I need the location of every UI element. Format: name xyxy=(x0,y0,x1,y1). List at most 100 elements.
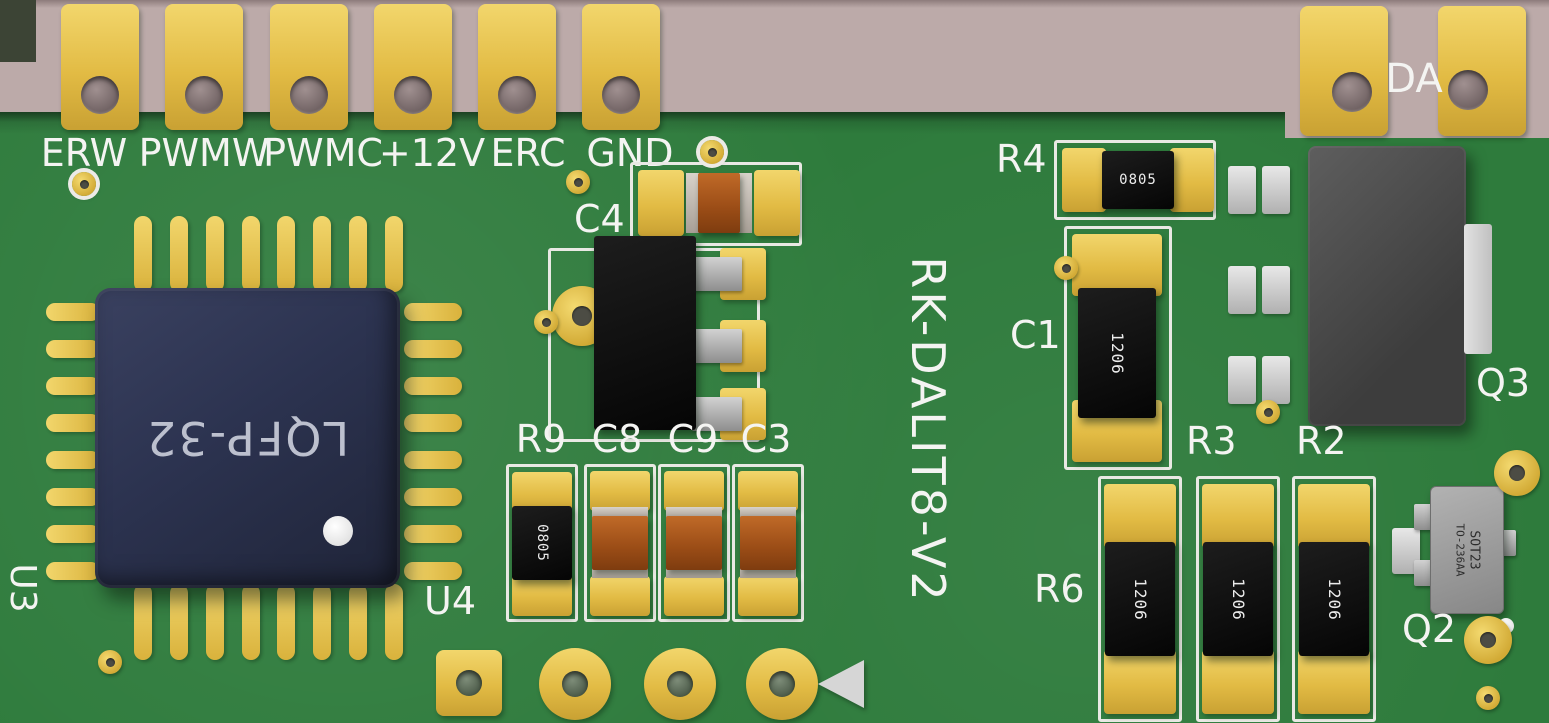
pad-hole xyxy=(1448,70,1488,110)
r6-marking: 1206 xyxy=(1324,577,1344,621)
silk-label-pwmw: PWMW xyxy=(138,131,270,175)
pad-hole xyxy=(1332,72,1372,112)
silk-ref-r2: R2 xyxy=(1296,419,1347,463)
mount-pad-round xyxy=(644,648,716,720)
pad-hole xyxy=(185,76,223,114)
c8-terminal xyxy=(592,507,648,518)
via xyxy=(1494,450,1540,496)
pad-hole xyxy=(769,671,795,697)
u3-pin xyxy=(46,414,100,432)
via-hole xyxy=(1263,407,1273,417)
c9-terminal xyxy=(666,507,722,518)
u3-pin xyxy=(170,584,188,660)
u3-pin xyxy=(170,216,188,292)
c4-terminal xyxy=(739,173,752,233)
q2-lead xyxy=(1414,560,1432,586)
regulator-lead xyxy=(692,397,742,431)
c3-terminal xyxy=(740,507,796,518)
c8-pad xyxy=(590,471,650,511)
u3-pin xyxy=(349,584,367,660)
silk-ref-c3: C3 xyxy=(740,417,792,461)
c1-silkscreen-outline xyxy=(1064,226,1172,470)
silk-ref-c8: C8 xyxy=(591,417,643,461)
c8-pad xyxy=(590,576,650,616)
silk-ref-r4: R4 xyxy=(996,137,1047,181)
u3-pin xyxy=(385,584,403,660)
via-hole xyxy=(79,179,89,189)
silk-label-da: DA xyxy=(1385,56,1443,102)
c4-pad xyxy=(638,170,684,236)
connector-pad-12v xyxy=(374,4,452,130)
silk-ref-u4: U4 xyxy=(424,579,476,623)
r6-silkscreen-outline xyxy=(1098,476,1182,722)
connector-pad-gnd xyxy=(582,4,660,130)
u3-pin xyxy=(134,216,152,292)
u3-pad xyxy=(404,340,462,358)
u3-pin xyxy=(277,216,295,292)
u3-pad xyxy=(404,377,462,395)
via xyxy=(98,650,122,674)
via xyxy=(700,140,724,164)
smd-pad xyxy=(1262,266,1290,314)
r6-pad xyxy=(1298,484,1370,548)
r4-resistor-body: 0805 xyxy=(1102,151,1174,209)
u3-pin xyxy=(313,216,331,292)
via-hole xyxy=(105,657,115,667)
q3-tab xyxy=(1464,224,1492,354)
c3-pad xyxy=(738,471,798,511)
c9-pad xyxy=(664,471,724,511)
connector-pad-pwmw xyxy=(165,4,243,130)
via xyxy=(534,310,558,334)
u3-pin xyxy=(46,525,100,543)
via-hole xyxy=(1483,693,1493,703)
pad-hole xyxy=(290,76,328,114)
regulator-body xyxy=(594,236,696,430)
c8-capacitor-body xyxy=(592,516,648,570)
c8-silkscreen-outline xyxy=(584,464,656,622)
silk-ref-c9: C9 xyxy=(667,417,719,461)
smd-pad xyxy=(1262,356,1290,404)
r6-marking: 1206 xyxy=(1228,577,1248,621)
pad-hole xyxy=(667,671,693,697)
c3-pad xyxy=(738,576,798,616)
silk-label-pwmc: PWMC xyxy=(263,131,383,175)
q3-transistor-body xyxy=(1308,146,1466,426)
board-title: RK-DALIT8-V2 xyxy=(901,256,956,604)
smd-pad xyxy=(1228,266,1256,314)
pad-hole xyxy=(572,306,592,326)
c9-terminal xyxy=(666,567,722,578)
r6-pad xyxy=(1104,650,1176,714)
r4-silkscreen-outline xyxy=(1054,140,1216,220)
c8-terminal xyxy=(592,567,648,578)
silk-ref-r6: R6 xyxy=(1034,567,1085,611)
via xyxy=(1476,686,1500,710)
r6-pad xyxy=(1298,650,1370,714)
u3-pin xyxy=(46,377,100,395)
u3-package-marking: LQFP-32 xyxy=(145,411,350,465)
r9-silkscreen-outline xyxy=(506,464,578,622)
u3-ic-body: LQFP-32 xyxy=(95,288,400,588)
u3-pin xyxy=(206,216,224,292)
u3-pin xyxy=(349,216,367,292)
r6-marking: 1206 xyxy=(1130,577,1150,621)
connector-pad-pwmc xyxy=(270,4,348,130)
u3-pin xyxy=(242,216,260,292)
via xyxy=(72,172,96,196)
silk-ref-u3: U3 xyxy=(1,563,43,613)
r6-pad xyxy=(1202,484,1274,548)
via xyxy=(1054,256,1078,280)
silk-ref-c1: C1 xyxy=(1010,313,1061,357)
r6-resistor-body: 1206 xyxy=(1299,542,1369,656)
q2-marking-line2: TO-236AA xyxy=(1452,523,1466,577)
u3-pin xyxy=(46,451,100,469)
pad-hole xyxy=(602,76,640,114)
r6-resistor-body: 1206 xyxy=(1203,542,1273,656)
mount-pad-round xyxy=(539,648,611,720)
u3-pad xyxy=(404,488,462,506)
q2-transistor-body: SOT23 TO-236AA xyxy=(1430,486,1504,614)
connector-pad-erw xyxy=(61,4,139,130)
u3-pin xyxy=(313,584,331,660)
c1-pad xyxy=(1072,234,1162,296)
r9-pad xyxy=(512,574,572,616)
smd-pad xyxy=(1228,356,1256,404)
